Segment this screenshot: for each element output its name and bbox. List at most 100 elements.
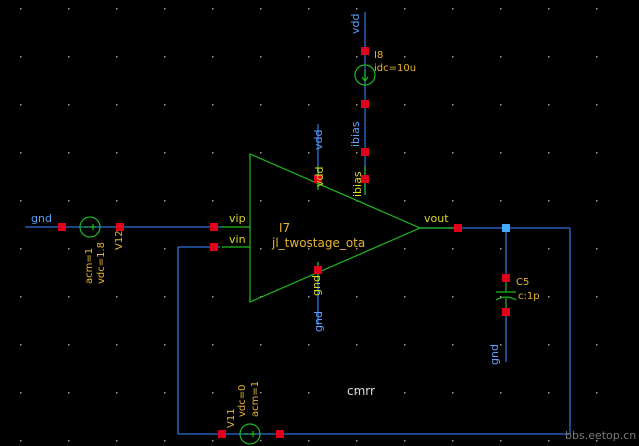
grid-dot — [308, 152, 310, 154]
grid-dot — [404, 152, 406, 154]
v11-param-acm: acm=1 — [250, 381, 261, 417]
grid-dot — [212, 200, 214, 202]
opamp-pin-vout-label: vout — [424, 212, 449, 225]
pin-vout[interactable] — [454, 224, 462, 232]
grid-dot — [20, 200, 22, 202]
current-source-i8[interactable] — [354, 64, 376, 86]
grid-dot — [500, 344, 502, 346]
pin-v11-left[interactable] — [218, 430, 226, 438]
pin-gnd-opamp[interactable] — [314, 266, 322, 274]
grid-dot — [260, 56, 262, 58]
pin-i8-top[interactable] — [361, 47, 369, 55]
grid-dot — [356, 8, 358, 10]
grid-dot — [260, 392, 262, 394]
net-vdd-top: vdd — [349, 14, 362, 34]
pin-vin[interactable] — [210, 243, 218, 251]
grid-dot — [452, 344, 454, 346]
grid-dot — [404, 296, 406, 298]
pin-v12-right[interactable] — [116, 223, 124, 231]
voltage-source-v12[interactable] — [79, 216, 101, 238]
grid-dot — [164, 104, 166, 106]
grid-dot — [212, 56, 214, 58]
grid-dot — [548, 104, 550, 106]
current-arrow-head-icon — [361, 76, 369, 82]
net-gnd-left: gnd — [31, 212, 52, 225]
pin-ibias-top[interactable] — [361, 148, 369, 156]
grid-dot — [500, 8, 502, 10]
grid-dot — [308, 392, 310, 394]
grid-dot — [260, 104, 262, 106]
pins — [58, 47, 510, 438]
junction-node[interactable] — [502, 224, 510, 232]
grid-dot — [548, 440, 550, 442]
grid-dot — [116, 392, 118, 394]
grid-dot — [68, 344, 70, 346]
grid-dot — [356, 56, 358, 58]
grid-dot — [404, 392, 406, 394]
grid-dot — [452, 152, 454, 154]
grid-dot — [452, 56, 454, 58]
v12-param-acm: acm=1 — [84, 248, 95, 284]
grid-dot — [308, 248, 310, 250]
grid-dot — [452, 440, 454, 442]
grid-dot — [68, 56, 70, 58]
grid-dots — [20, 8, 598, 442]
pin-v11-right[interactable] — [276, 430, 284, 438]
v12-name: V12 — [114, 230, 125, 250]
grid-dot — [212, 440, 214, 442]
grid-dot — [548, 392, 550, 394]
v11-circle — [239, 423, 261, 445]
grid-dot — [68, 104, 70, 106]
grid-dot — [164, 344, 166, 346]
v12-circle — [79, 216, 101, 238]
grid-dot — [596, 248, 598, 250]
grid-dot — [68, 296, 70, 298]
grid-dot — [404, 104, 406, 106]
opamp-pin-gnd-label: gnd — [310, 275, 323, 296]
grid-dot — [596, 152, 598, 154]
opamp-instance-name: I7 — [279, 221, 290, 235]
pin-vip[interactable] — [210, 223, 218, 231]
grid-dot — [452, 200, 454, 202]
grid-dot — [308, 344, 310, 346]
grid-dot — [356, 440, 358, 442]
grid-dot — [548, 56, 550, 58]
opamp-pin-vdd-label: vdd — [313, 167, 326, 187]
grid-dot — [164, 392, 166, 394]
grid-dot — [116, 152, 118, 154]
grid-dot — [452, 248, 454, 250]
pin-vdd-opamp[interactable] — [314, 175, 322, 183]
voltage-source-v11[interactable] — [239, 423, 261, 445]
current-source-circle — [354, 64, 376, 86]
grid-dot — [308, 200, 310, 202]
pin-v12-left[interactable] — [58, 223, 66, 231]
grid-dot — [260, 200, 262, 202]
i8-param: idc=10u — [374, 63, 416, 74]
grid-dot — [500, 392, 502, 394]
grid-dot — [212, 296, 214, 298]
capacitor-c5[interactable] — [495, 278, 517, 312]
grid-dot — [500, 248, 502, 250]
grid-dot — [356, 344, 358, 346]
grid-dot — [356, 104, 358, 106]
grid-dot — [404, 248, 406, 250]
pin-i8-bottom[interactable] — [361, 100, 369, 108]
grid-dot — [260, 248, 262, 250]
pin-cap-bottom[interactable] — [502, 308, 510, 316]
grid-dot — [452, 392, 454, 394]
grid-dot — [404, 200, 406, 202]
grid-dot — [548, 248, 550, 250]
grid-dot — [116, 104, 118, 106]
grid-dot — [164, 296, 166, 298]
grid-dot — [260, 152, 262, 154]
pin-cap-top[interactable] — [502, 274, 510, 282]
pin-ibias-opamp[interactable] — [361, 175, 369, 183]
grid-dot — [500, 152, 502, 154]
grid-dot — [356, 152, 358, 154]
grid-dot — [20, 104, 22, 106]
grid-dot — [404, 8, 406, 10]
opamp-symbol[interactable] — [249, 153, 422, 303]
grid-dot — [20, 344, 22, 346]
i8-name: I8 — [374, 50, 383, 61]
